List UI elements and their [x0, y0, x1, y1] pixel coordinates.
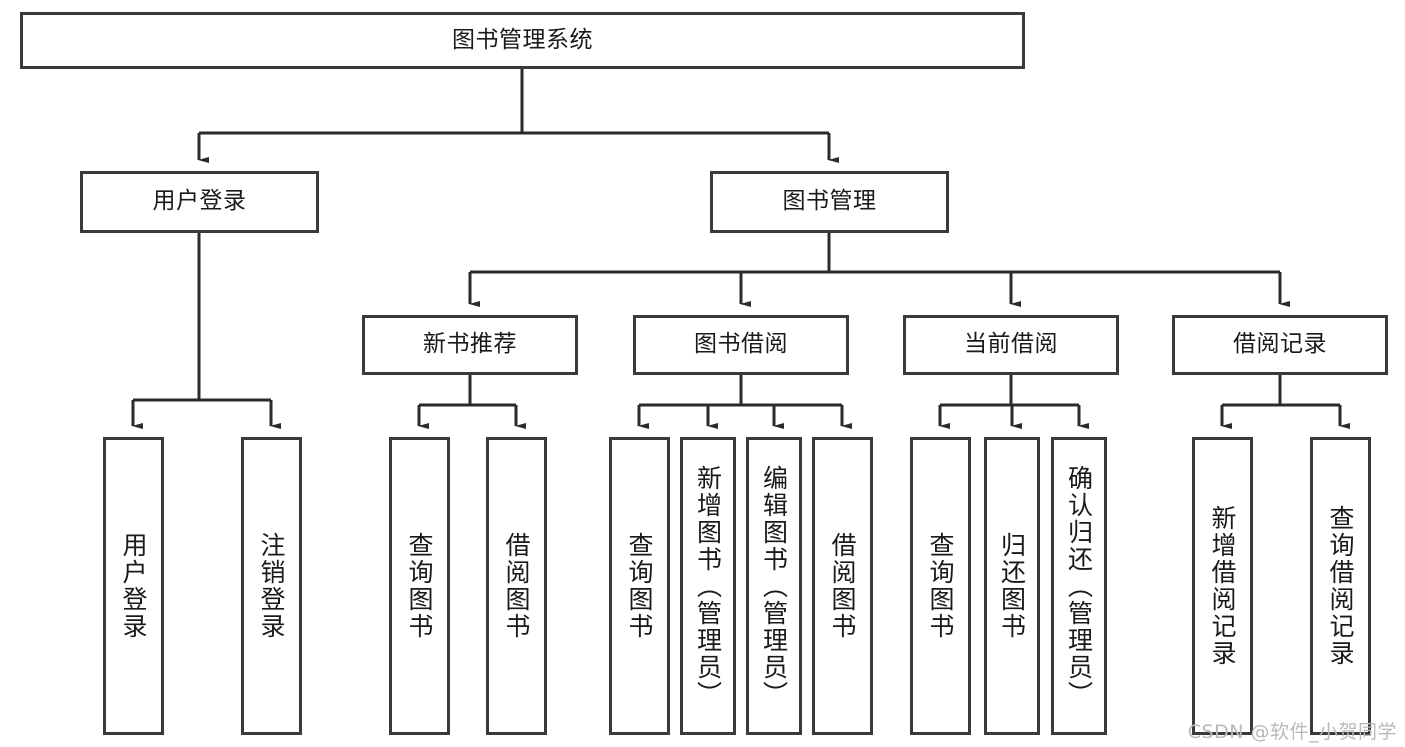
node-new-book-recommend-label: 新书推荐: [423, 331, 517, 358]
node-recommend-borrow-book-label: 借阅图书: [502, 532, 531, 640]
node-user-login[interactable]: 用户登录: [80, 171, 319, 233]
node-book-manage[interactable]: 图书管理: [710, 171, 949, 233]
node-record-query-label: 查询借阅记录: [1326, 505, 1355, 667]
node-borrow-edit-book-label: 编辑图书（管理员）: [759, 464, 789, 708]
node-current-query-book[interactable]: 查询图书: [910, 437, 971, 735]
node-recommend-query-book[interactable]: 查询图书: [389, 437, 450, 735]
node-borrow-add-book[interactable]: 新增图书（管理员）: [680, 437, 736, 735]
node-book-borrow[interactable]: 图书借阅: [633, 315, 849, 375]
node-recommend-borrow-book[interactable]: 借阅图书: [486, 437, 547, 735]
node-record-add[interactable]: 新增借阅记录: [1192, 437, 1253, 735]
node-current-query-book-label: 查询图书: [926, 532, 955, 640]
watermark: CSDN @软件_小贺同学: [1187, 721, 1397, 743]
node-book-borrow-label: 图书借阅: [694, 331, 788, 358]
node-user-logout-leaf[interactable]: 注销登录: [241, 437, 302, 735]
node-user-login-leaf[interactable]: 用户登录: [103, 437, 164, 735]
node-root-label: 图书管理系统: [452, 26, 593, 53]
node-current-borrow[interactable]: 当前借阅: [903, 315, 1119, 375]
node-current-return-book-label: 归还图书: [997, 532, 1027, 640]
node-user-login-leaf-label: 用户登录: [119, 532, 148, 640]
node-new-book-recommend[interactable]: 新书推荐: [362, 315, 578, 375]
node-recommend-query-book-label: 查询图书: [405, 532, 434, 640]
node-current-return-book[interactable]: 归还图书: [984, 437, 1040, 735]
node-root[interactable]: 图书管理系统: [20, 12, 1025, 69]
node-borrow-borrow-book-label: 借阅图书: [828, 532, 857, 640]
node-borrow-add-book-label: 新增图书（管理员）: [693, 464, 723, 708]
node-user-login-label: 用户登录: [152, 188, 247, 215]
node-borrow-edit-book[interactable]: 编辑图书（管理员）: [746, 437, 802, 735]
node-borrow-records[interactable]: 借阅记录: [1172, 315, 1388, 375]
node-borrow-query-book[interactable]: 查询图书: [609, 437, 670, 735]
node-current-confirm-return-label: 确认归还（管理员）: [1064, 464, 1094, 708]
node-borrow-borrow-book[interactable]: 借阅图书: [812, 437, 873, 735]
node-record-query[interactable]: 查询借阅记录: [1310, 437, 1371, 735]
node-borrow-records-label: 借阅记录: [1233, 331, 1327, 358]
node-book-manage-label: 图书管理: [782, 188, 877, 215]
node-borrow-query-book-label: 查询图书: [625, 532, 654, 640]
node-user-logout-leaf-label: 注销登录: [257, 532, 286, 640]
node-current-borrow-label: 当前借阅: [964, 331, 1058, 358]
node-current-confirm-return[interactable]: 确认归还（管理员）: [1051, 437, 1107, 735]
node-record-add-label: 新增借阅记录: [1208, 505, 1237, 667]
